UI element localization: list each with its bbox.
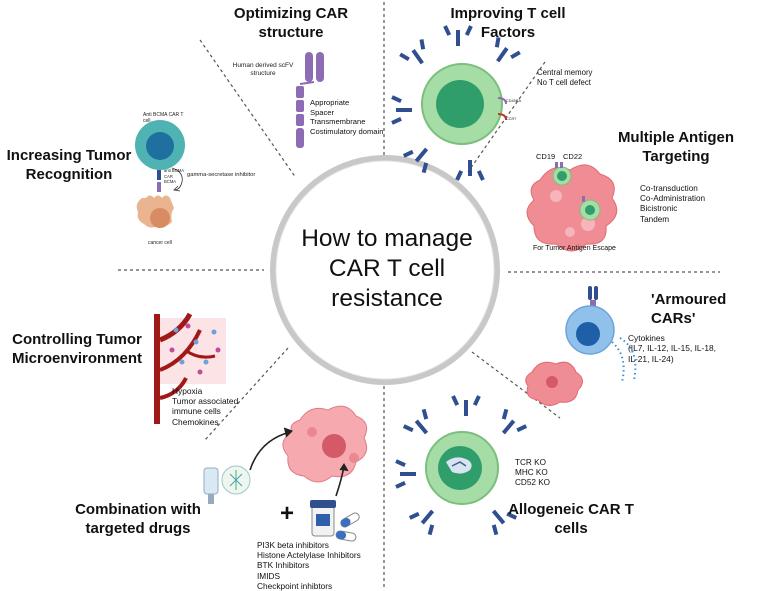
center-circle-inner-edge	[275, 160, 495, 380]
knockout-list: TCR KO MHC KO CD52 KO	[515, 458, 551, 488]
recognition-illustration	[135, 120, 185, 228]
divider-top-right	[467, 61, 546, 173]
combination-illustration	[203, 405, 368, 542]
combination-heading: Combination with targeted drugs	[75, 501, 201, 537]
receptor-label-ccr7: CCR7	[506, 117, 517, 121]
cd22-marker-label: CD22	[563, 152, 583, 161]
car-binding-labels: anti BCMA CAR BCMA	[164, 168, 185, 184]
center-title: How to manage CAR T cell resistance	[262, 224, 512, 314]
car-construct-illustration	[296, 52, 324, 148]
cytokine-list: Cytokines (IL7, IL-12, IL-15, IL-18, IL-…	[628, 333, 716, 364]
center-title-line: How to manage	[301, 225, 473, 252]
divider-bottom-right	[471, 351, 561, 419]
recognition-heading: Increasing Tumor Recognition	[6, 147, 132, 183]
cd19-marker-label: CD19	[536, 152, 556, 161]
microenvironment-illustration	[154, 312, 226, 424]
improving-tcell-heading: Improving T cell Factors	[450, 5, 566, 41]
car-t-cell-label: Anti BCMA CAR T cell	[143, 112, 184, 124]
microenvironment-factors: Hypoxia Tumor associated immune cells Ch…	[172, 386, 239, 427]
section-dividers	[118, 2, 720, 588]
allogeneic-illustration	[395, 395, 528, 536]
tcell-factor-notes: Central memory No T cell defect	[537, 68, 593, 87]
armoured-illustration	[525, 286, 637, 406]
multiple-antigen-heading: Multiple Antigen Targeting	[617, 129, 735, 165]
targeting-methods: Co-transduction Co-Administration Bicist…	[640, 184, 706, 224]
divider-bottom-left	[204, 347, 289, 441]
improving-tcell-illustration	[391, 25, 521, 181]
optimizing-car-heading: Optimizing CAR structure	[233, 5, 349, 41]
receptor-label-cd45ra: CD45RA	[506, 99, 521, 103]
center-title-line: resistance	[331, 285, 443, 312]
scfv-label: Human derived scFV structure	[232, 62, 294, 77]
multiple-antigen-illustration	[526, 162, 618, 252]
microenvironment-heading: Controlling Tumor Microenvironment	[11, 331, 143, 367]
plus-sign: +	[280, 500, 295, 527]
armoured-cars-heading: 'Armoured CARs'	[651, 291, 727, 327]
cancer-cell-label: cancer cell	[148, 240, 172, 246]
allogeneic-heading: Allogeneic CAR T cells	[508, 501, 634, 537]
gamma-secretase-label: gamma-secretase inhibitor	[187, 172, 256, 178]
divider-top-left	[199, 39, 297, 179]
center-title-line: CAR T cell	[328, 255, 446, 282]
car-domain-list: Appropriate Spacer Transmembrane Costimu…	[310, 98, 384, 136]
center-circle	[270, 155, 500, 385]
drug-list: PI3K beta inhibitors Histone Actelylase …	[257, 540, 361, 591]
antigen-escape-caption: For Tumor Antigen Escape	[533, 245, 616, 252]
